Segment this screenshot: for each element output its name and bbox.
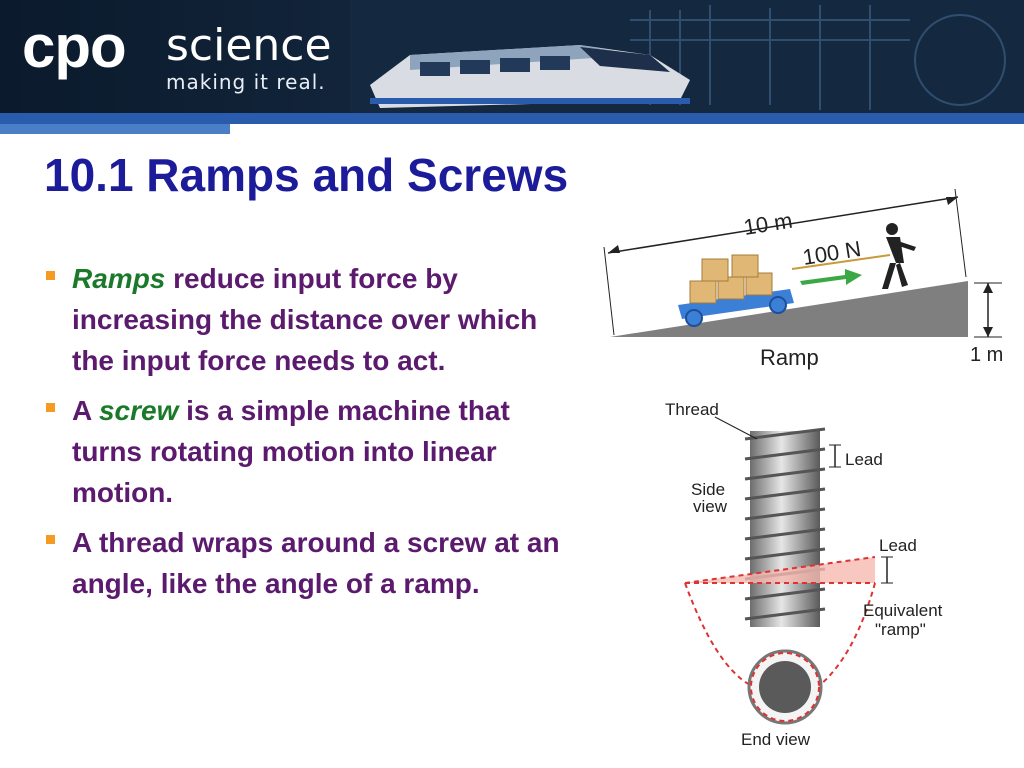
side-view-label-1: Side — [691, 480, 725, 499]
bullet-item: A screw is a simple machine that turns r… — [44, 390, 584, 513]
ramp-force-label: 100 N — [801, 236, 863, 270]
header-banner: cpo science making it real. — [0, 0, 1024, 113]
logo-science: science — [166, 20, 332, 71]
logo-tagline: making it real. — [166, 70, 326, 94]
train-graphic — [350, 0, 1024, 113]
side-view-label-2: view — [693, 497, 728, 516]
bullet-prefix: A — [72, 395, 99, 426]
person-pulling-icon — [882, 223, 916, 289]
bullet-item: A thread wraps around a screw at an angl… — [44, 522, 584, 604]
equivalent-ramp-label-2: "ramp" — [875, 620, 926, 639]
equivalent-ramp-label-1: Equivalent — [863, 601, 943, 620]
bullet-list: Ramps reduce input force by increasing t… — [44, 258, 584, 613]
header-accent-bar — [0, 113, 1024, 124]
bullet-term: screw — [98, 395, 179, 426]
bullet-text: reduce input force by increasing the dis… — [72, 263, 538, 376]
bullet-square-icon — [46, 535, 55, 544]
header-accent-tab — [0, 124, 230, 134]
bullet-square-icon — [46, 403, 55, 412]
force-arrow-icon — [800, 269, 862, 285]
bullet-square-icon — [46, 271, 55, 280]
bullet-text: is a simple machine that turns rotating … — [72, 395, 510, 508]
bullet-item: Ramps reduce input force by increasing t… — [44, 258, 584, 381]
logo-cpo: cpo — [22, 13, 127, 80]
thread-label: Thread — [665, 400, 719, 419]
ramp-diagram: 10 m 100 N 1 m Ramp — [603, 188, 1003, 370]
bullet-text: A thread wraps around a screw at an angl… — [72, 527, 560, 599]
ramp-length-label: 10 m — [742, 208, 794, 240]
ramp-caption: Ramp — [760, 345, 819, 370]
lead-label-top: Lead — [845, 450, 883, 469]
ramp-height-label: 1 m — [970, 344, 1003, 366]
screw-diagram: Thread Side view Lead Lead Equivalent "r… — [665, 400, 943, 749]
slide-title: 10.1 Ramps and Screws — [44, 149, 569, 201]
end-view-label: End view — [741, 730, 811, 749]
cart-with-boxes — [678, 254, 794, 327]
lead-label-bottom: Lead — [879, 536, 917, 555]
screw-threads — [744, 427, 826, 621]
bullet-term: Ramps — [72, 263, 166, 294]
